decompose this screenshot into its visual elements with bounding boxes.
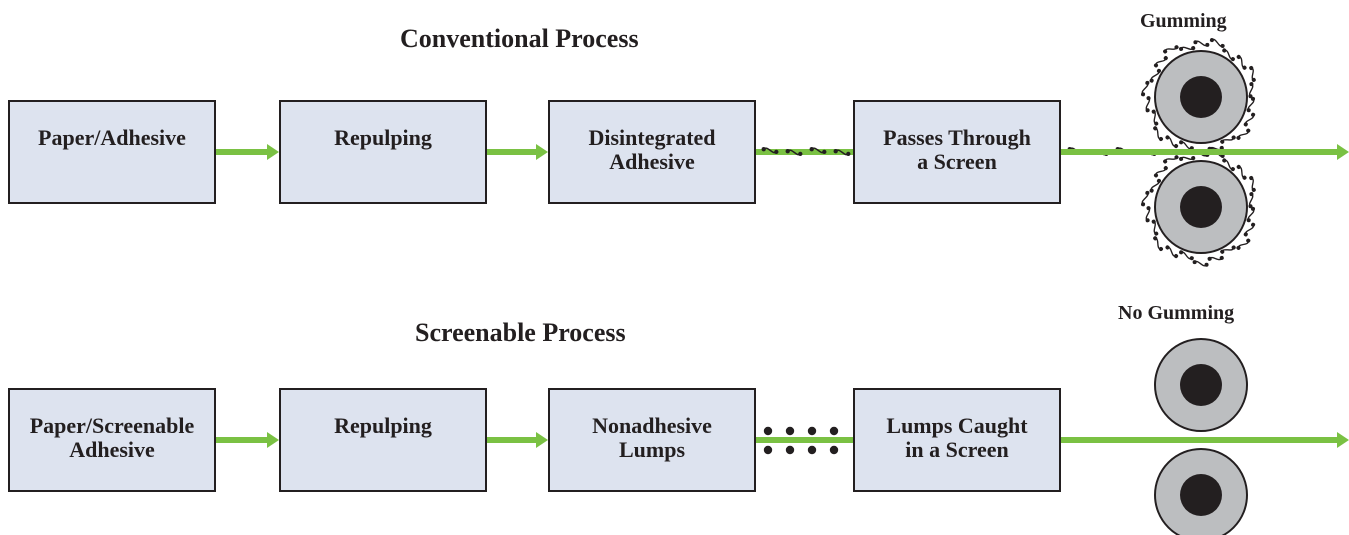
roller-core [1180, 364, 1222, 406]
lump-dot [829, 426, 839, 436]
step-label: Nonadhesive Lumps [592, 413, 712, 462]
adhesive-particle [1161, 41, 1181, 58]
lump-dot [785, 445, 795, 455]
flow-arrow-head [536, 144, 548, 160]
adhesive-particle [1234, 125, 1252, 144]
conventional-process-title: Conventional Process [400, 24, 639, 53]
lump-dot [807, 426, 817, 436]
adhesive-particle [1143, 205, 1154, 224]
step-paper-screenable-adhesive: Paper/Screenable Adhesive [8, 388, 216, 492]
adhesive-particle [1206, 252, 1225, 265]
step-label: Disintegrated Adhesive [588, 125, 716, 174]
step-repulping: Repulping [279, 100, 487, 204]
step-nonadhesive-lumps: Nonadhesive Lumps [548, 388, 756, 492]
step-label: Passes Through a Screen [883, 125, 1031, 174]
step-label: Repulping [334, 413, 432, 438]
step-passes-through-screen: Passes Through a Screen [853, 100, 1061, 204]
lump-dot [763, 445, 773, 455]
step-disintegrated-adhesive: Disintegrated Adhesive [548, 100, 756, 204]
adhesive-particle [1207, 36, 1227, 50]
screenable-process-title: Screenable Process [415, 318, 626, 347]
step-lumps-caught-in-screen: Lumps Caught in a Screen [853, 388, 1061, 492]
lump-dot [763, 426, 773, 436]
adhesive-particle [1143, 95, 1154, 114]
gumming-label: Gumming [1140, 10, 1227, 32]
roller-core [1180, 186, 1222, 228]
lump-dot [829, 445, 839, 455]
screenable-flow-arrows [216, 432, 853, 448]
adhesive-particle [1234, 235, 1252, 254]
adhesive-particle [1140, 189, 1151, 208]
clean-rollers [1061, 338, 1349, 535]
step-repulping: Repulping [279, 388, 487, 492]
adhesive-particle [1245, 64, 1260, 84]
lump-dots [763, 426, 839, 455]
flow-arrow-head [267, 432, 279, 448]
flow-arrow-head [1337, 432, 1349, 448]
adhesive-particle [1140, 79, 1151, 98]
flow-arrow-head [536, 432, 548, 448]
gummed-rollers [1061, 36, 1349, 268]
adhesive-particle [1149, 124, 1167, 143]
roller-core [1180, 474, 1222, 516]
adhesive-particle [1245, 174, 1260, 194]
step-label: Paper/Screenable Adhesive [29, 413, 195, 462]
lump-dot [785, 426, 795, 436]
step-label: Lumps Caught in a Screen [886, 413, 1028, 462]
adhesive-particle [1191, 259, 1210, 268]
adhesive-particle [1149, 234, 1167, 253]
adhesive-particle [1192, 39, 1211, 48]
lump-dot [807, 445, 817, 455]
no-gumming-label: No Gumming [1118, 302, 1235, 324]
step-label: Paper/Adhesive [38, 125, 186, 150]
step-paper-adhesive: Paper/Adhesive [8, 100, 216, 204]
step-label: Repulping [334, 125, 432, 150]
flow-arrow-head [267, 144, 279, 160]
roller-core [1180, 76, 1222, 118]
flow-arrow-head [1337, 144, 1349, 160]
